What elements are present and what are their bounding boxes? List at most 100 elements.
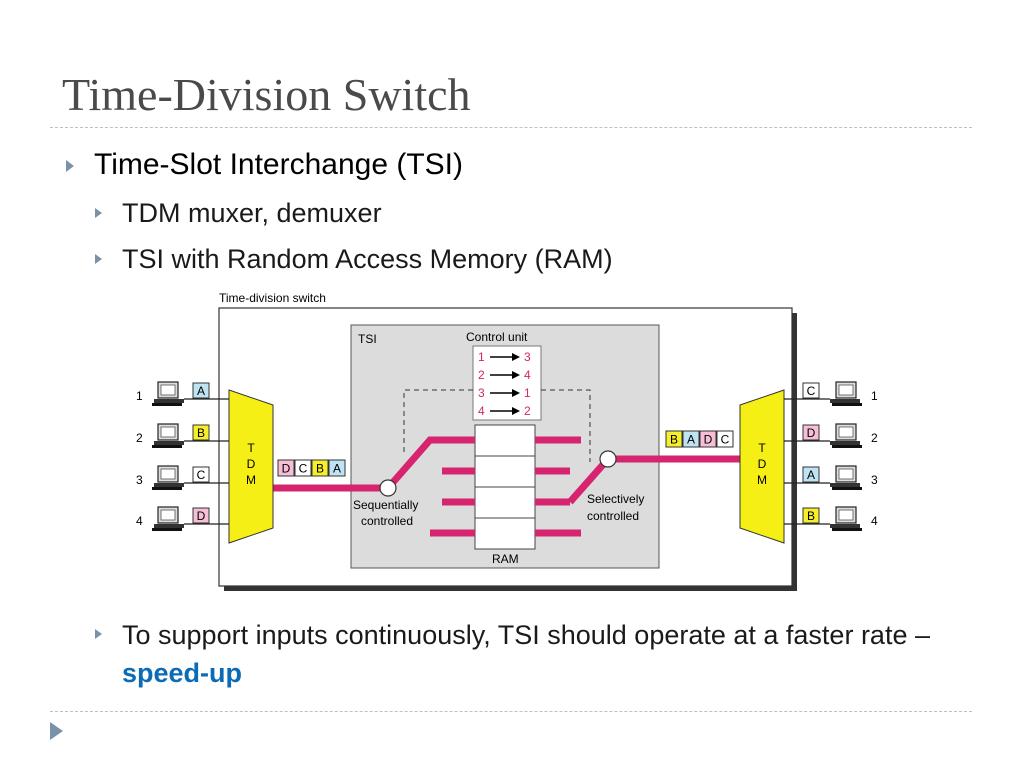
bullet-text: To support inputs continuously, TSI shou…	[122, 616, 955, 692]
computer-icon	[830, 381, 862, 406]
mapping-to: 4	[524, 368, 531, 382]
station-number: 2	[871, 431, 878, 445]
sequential-label-1: Sequentially	[353, 498, 418, 512]
next-slide-arrow-icon[interactable]	[50, 722, 63, 740]
mapping-to: 2	[524, 404, 531, 418]
bullet-arrow-icon	[95, 208, 102, 218]
frame-slot-label: D	[282, 462, 291, 476]
station-slot-label: C	[197, 468, 206, 482]
sequential-switch-icon	[379, 479, 397, 497]
frame-slot-label: A	[333, 462, 341, 476]
bus-sel-arm	[567, 456, 611, 505]
computer-icon	[152, 506, 184, 531]
arrow-head-icon	[512, 353, 520, 361]
station-slot-label: D	[197, 509, 206, 523]
frame-slot	[328, 459, 346, 477]
tdm-letter: T	[247, 441, 255, 455]
sequential-label-2: controlled	[361, 514, 413, 528]
bullet-arrow-icon	[95, 254, 102, 264]
computer-icon	[152, 381, 184, 406]
frame-slot-label: B	[316, 462, 324, 476]
selective-label-1: Selectively	[587, 492, 644, 506]
slide-title: Time-Division Switch	[62, 69, 471, 120]
station-slot	[802, 507, 820, 524]
arrow-head-icon	[512, 371, 520, 379]
bus-lines	[273, 436, 740, 537]
station-slot	[192, 382, 210, 399]
computer-icon	[830, 506, 862, 531]
bus-seq-slot1	[385, 436, 475, 491]
bullet-tdm: TDM muxer, demuxer	[95, 198, 382, 229]
computer-icon	[830, 465, 862, 490]
control-unit-box	[472, 345, 542, 421]
station-slot-label: A	[807, 468, 815, 482]
tdm-letter: M	[246, 473, 256, 487]
frame-slot-label: D	[704, 433, 713, 447]
mapping-to: 3	[524, 350, 531, 364]
station-slot-label: B	[197, 426, 205, 440]
bullet-text: TSI with Random Access Memory (RAM)	[122, 244, 613, 274]
station-slot-label: C	[807, 384, 816, 398]
frame-slot	[716, 430, 734, 448]
station-slot	[192, 424, 210, 441]
station-slot-label: B	[807, 509, 815, 523]
tdm-mux-label: TDM	[246, 441, 256, 487]
selective-label-2: controlled	[587, 509, 639, 523]
title-divider	[50, 127, 972, 128]
frame-slot-label: C	[299, 462, 308, 476]
tdm-letter: M	[757, 473, 767, 487]
frame-slot-label: A	[687, 433, 695, 447]
frame-slot	[699, 430, 717, 448]
station-slot	[802, 382, 820, 399]
control-line-left	[403, 389, 473, 452]
station-slot-label: A	[197, 384, 205, 398]
ram-label: RAM	[492, 552, 519, 566]
station-slot	[192, 507, 210, 524]
arrow-head-icon	[512, 389, 520, 397]
station-number: 2	[136, 431, 143, 445]
station-slot	[802, 424, 820, 441]
ram-cell	[474, 455, 536, 488]
frame-slot	[682, 430, 700, 448]
station-number: 1	[136, 389, 143, 403]
station-number: 1	[871, 389, 878, 403]
tdm-letter: T	[758, 441, 766, 455]
frame-slot	[294, 459, 312, 477]
station-number: 3	[136, 473, 143, 487]
computer-icon	[830, 423, 862, 448]
mapping-to: 1	[524, 386, 531, 400]
tdm-demux	[739, 389, 785, 544]
bullet-ram: TSI with Random Access Memory (RAM)	[95, 244, 613, 275]
station-number: 4	[136, 514, 143, 528]
computer-icon	[152, 465, 184, 490]
control-unit-title: Control unit	[466, 330, 528, 344]
tsi-label: TSI	[358, 332, 377, 346]
ram-cell	[474, 424, 536, 457]
tdm-demux-label: TDM	[757, 441, 767, 487]
control-line-right	[541, 389, 591, 462]
frame-slot	[665, 430, 683, 448]
mapping-from: 4	[478, 404, 485, 418]
bullet-speedup: To support inputs continuously, TSI shou…	[95, 616, 955, 692]
station-slot	[802, 466, 820, 483]
arrow-head-icon	[512, 407, 520, 415]
frame-slot-label: C	[721, 433, 730, 447]
station-slot-label: D	[807, 426, 816, 440]
tdm-letter: D	[247, 457, 256, 471]
speedup-highlight: speed-up	[122, 658, 243, 688]
bullet-text: Time-Slot Interchange (TSI)	[94, 148, 464, 181]
tdm-mux	[228, 389, 274, 544]
selective-switch-icon	[599, 450, 617, 468]
